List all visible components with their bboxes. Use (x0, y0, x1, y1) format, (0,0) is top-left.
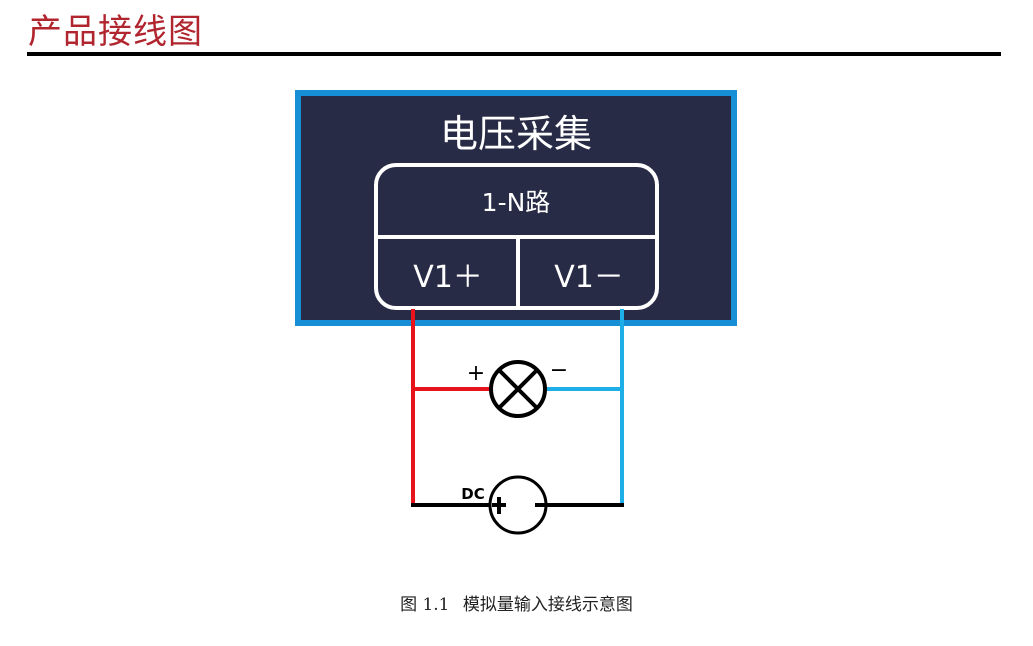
figure-caption-text: 模拟量输入接线示意图 (462, 595, 633, 615)
lamp-plus-label: + (467, 361, 485, 386)
title-divider (27, 52, 1001, 56)
lamp-icon (489, 360, 547, 418)
figure-caption: 图 1.1 模拟量输入接线示意图 (0, 590, 1033, 615)
channel-label: 1-N路 (482, 188, 551, 217)
page-title: 产品接线图 (28, 12, 203, 52)
lamp-minus-label: − (550, 358, 568, 383)
dc-source-icon (488, 475, 548, 535)
terminal-v1-minus: V1－ (554, 260, 624, 295)
figure-number: 图 1.1 (400, 595, 450, 615)
module-title: 电压采集 (440, 112, 592, 156)
dc-label: DC (461, 485, 484, 503)
terminal-v1-plus: V1＋ (413, 260, 483, 295)
